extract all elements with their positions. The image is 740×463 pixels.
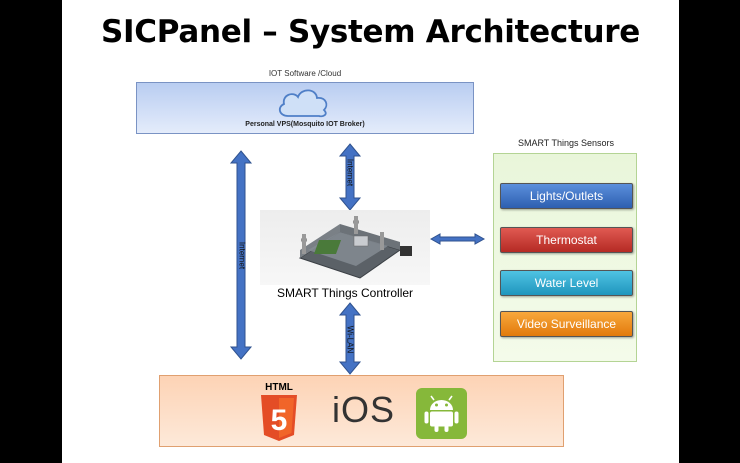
- label-wilan: Wi-LAN: [345, 325, 355, 354]
- sensor-video-surveillance: Video Surveillance: [500, 311, 633, 337]
- android-icon: [416, 388, 467, 439]
- html5-logo: HTML 5: [261, 382, 297, 441]
- controller-device-image: [260, 210, 430, 285]
- controller-label: SMART Things Controller: [276, 286, 414, 300]
- cloud-icon: [278, 89, 328, 118]
- page-title: SICPanel – System Architecture: [101, 14, 640, 50]
- slide: SICPanel – System Architecture IOT Softw…: [62, 0, 679, 463]
- sensor-water-level: Water Level: [500, 270, 633, 296]
- cloud-box: Personal VPS(Mosquito IOT Broker): [136, 82, 474, 134]
- sensor-thermostat: Thermostat: [500, 227, 633, 253]
- cloud-label: IOT Software /Cloud: [268, 69, 342, 78]
- platforms-bar: HTML 5 iOS: [159, 375, 564, 447]
- label-internet-left: Internet: [237, 241, 247, 270]
- html5-wordmark: HTML: [265, 382, 293, 393]
- sensors-label: SMART Things Sensors: [517, 138, 615, 148]
- html5-version: 5: [271, 404, 288, 437]
- sensor-lights-outlets: Lights/Outlets: [500, 183, 633, 209]
- arrow-cloud-platforms: [229, 150, 253, 360]
- ios-logo: iOS: [332, 389, 396, 430]
- sensors-panel: Lights/Outlets Thermostat Water Level Vi…: [493, 153, 637, 362]
- cloud-sublabel: Personal VPS(Mosquito IOT Broker): [245, 121, 365, 128]
- label-internet-top: Internet: [345, 158, 355, 187]
- arrow-controller-platforms: [338, 302, 362, 375]
- arrow-controller-sensors: [429, 233, 486, 245]
- controller-device-icon: [298, 216, 412, 279]
